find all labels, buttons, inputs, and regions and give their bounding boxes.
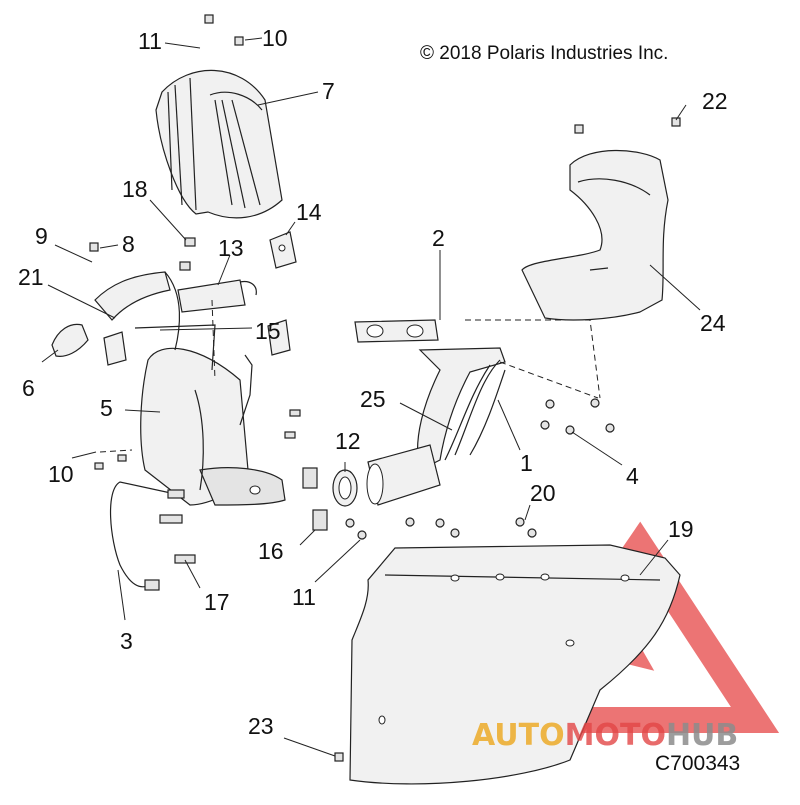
watermark-text: AUTOMOTOHUB (472, 718, 738, 753)
alignment-lines (99, 299, 601, 453)
fasteners (89, 14, 681, 762)
callout-11-bottom: 11 (292, 584, 316, 610)
part-6-exhaust-tip (51, 323, 89, 357)
callout-5: 5 (100, 395, 113, 421)
part-1-exhaust-header (417, 347, 506, 471)
callout-25: 25 (360, 386, 386, 412)
part-21-tail-pipe (94, 271, 180, 351)
callout-4: 4 (626, 463, 639, 489)
callout-21: 21 (18, 264, 44, 290)
part-7-heat-shield (155, 69, 283, 219)
callout-9: 9 (35, 223, 48, 249)
part-19-heat-shield (349, 544, 681, 785)
watermark-text-part1: AUTO (472, 718, 565, 753)
callout-8: 8 (122, 231, 135, 257)
callout-22: 22 (702, 88, 728, 114)
part-16-springs (302, 467, 328, 531)
drawing-code: C700343 (655, 752, 741, 775)
part-13-bracket (177, 279, 257, 313)
isolator-mounts (103, 319, 291, 366)
callout-7: 7 (322, 78, 335, 104)
callout-18: 18 (122, 176, 148, 202)
callout-2: 2 (432, 225, 445, 251)
callout-13: 13 (218, 235, 244, 261)
callout-11-top: 11 (138, 28, 162, 54)
callout-6: 6 (22, 375, 35, 401)
callout-12: 12 (335, 428, 361, 454)
callout-10-left: 10 (48, 461, 74, 487)
callout-17: 17 (204, 589, 230, 615)
part-2-gasket (354, 319, 439, 343)
part-5-muffler (140, 347, 286, 506)
watermark-text-part2: MOTO (564, 718, 666, 753)
part-24-heat-shield (521, 149, 669, 321)
watermark-text-part3: HUB (665, 718, 739, 753)
part-15-hanger (134, 324, 253, 426)
callout-20: 20 (530, 480, 556, 506)
callout-23: 23 (248, 713, 274, 739)
leader-lines (41, 37, 701, 757)
callout-16: 16 (258, 538, 284, 564)
callout-3: 3 (120, 628, 133, 654)
callout-24: 24 (700, 310, 726, 336)
callout-1: 1 (520, 450, 533, 476)
part-3-o2-sensor (110, 481, 185, 591)
part-25-collector (366, 444, 441, 506)
part-14-grommet (269, 231, 297, 269)
part-12-gasket-ring (332, 469, 358, 507)
callout-15: 15 (255, 318, 281, 344)
copyright-text: © 2018 Polaris Industries Inc. (420, 43, 669, 64)
callout-10-top: 10 (262, 25, 288, 51)
callout-19: 19 (668, 516, 694, 542)
callout-14: 14 (296, 199, 322, 225)
